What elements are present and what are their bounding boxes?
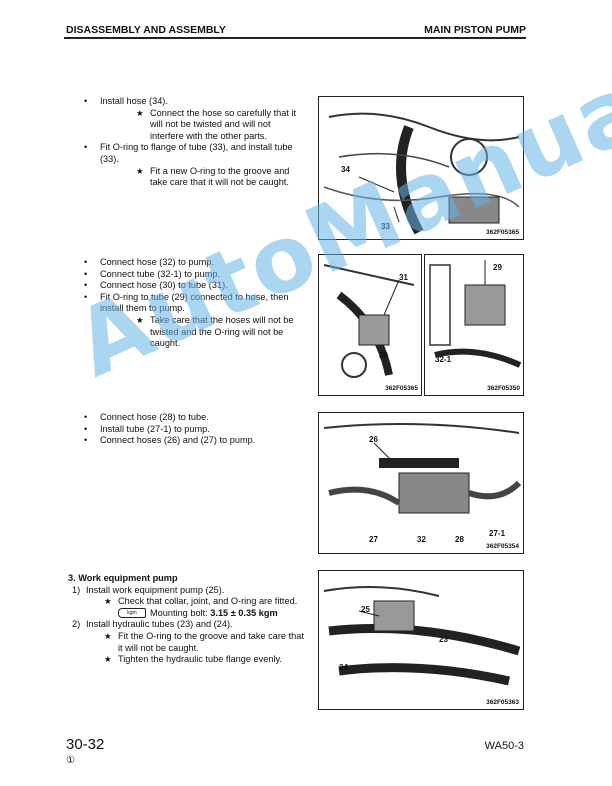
step-text: Install hose (34). [100,96,168,106]
figure-code: 362F05363 [485,699,520,706]
note-star: Check that collar, joint, and O-ring are… [68,596,308,608]
page-number: 30-32 [66,736,105,753]
torque-value: 3.15 ± 0.35 kgm [210,607,278,618]
model-code: WA50-3 [484,740,524,752]
sub-step-number: 1) [72,584,81,595]
figure-code: 362F05354 [485,543,520,550]
figure-illustration [323,112,520,235]
sub-step-number: 2) [72,619,81,630]
figure-illustration [323,264,415,378]
note-star: Fit the O-ring to the groove and take ca… [68,631,308,654]
figure-code: 362F05365 [485,229,520,236]
figure-hose-31-30: 31 30 362F05365 [318,254,422,396]
step: Fit O-ring to tube (29) connected to hos… [68,292,304,350]
sub-step-text: Install work equipment pump (25). [86,584,225,595]
step: Connect hose (28) to tube. [68,412,304,424]
figure-work-equipment-pump: 25 23 24 362F05363 [318,570,524,710]
section-title: 3. Work equipment pump [68,573,178,583]
note-star: Tighten the hydraulic tube flange evenly… [68,654,308,666]
step: Connect tube (32-1) to pump. [68,269,304,281]
figure-callout: 26 [369,435,378,444]
step: Connect hose (30) to tube (31). [68,280,304,292]
figure-callout: 32 [417,535,426,544]
figure-callout: 29 [493,263,502,272]
note-star: Connect the hose so carefully that it wi… [100,108,304,143]
figure-illustration [323,423,522,514]
header-rule [64,37,526,39]
step: Install tube (27-1) to pump. [68,424,304,436]
figure-callout: 30 [379,351,388,360]
figure-callout: 23 [439,635,448,644]
figure-callout: 34 [341,165,350,174]
figure-callout: 31 [399,273,408,282]
figure-callout: 27 [369,535,378,544]
figure-illustration [429,260,522,368]
instruction-block-1: Install hose (34). Connect the hose so c… [68,96,304,189]
instruction-block-3: Connect hose (28) to tube. Install tube … [68,412,304,447]
instruction-block-2: Connect hose (32) to pump. Connect tube … [68,257,304,350]
figure-hose-26-27: 26 27 32 28 27-1 362F05354 [318,412,524,554]
figure-illustration [323,586,521,686]
note-star: Fit a new O-ring to the groove and take … [100,166,304,189]
sub-step-text: Install hydraulic tubes (23) and (24). [86,619,233,630]
figure-callout: 27-1 [489,529,506,538]
step: Connect hose (32) to pump. [68,257,304,269]
figure-hose-34: 34 33 362F05365 [318,96,524,240]
sub-step-2: 2) Install hydraulic tubes (23) and (24)… [68,619,308,631]
figure-callout: 28 [455,535,464,544]
sub-step-1: 1) Install work equipment pump (25). [68,585,308,597]
torque-label: Mounting bolt: [150,607,211,618]
step: Connect hoses (26) and (27) to pump. [68,435,304,447]
note-star: Take care that the hoses will not be twi… [100,315,304,350]
step-text: Fit O-ring to tube (29) connected to hos… [100,291,289,314]
step-text: Fit O-ring to flange of tube (33), and i… [100,142,293,164]
figure-code: 362F05350 [486,385,521,392]
wrench-icon: kgm [118,608,146,619]
figure-callout: 33 [381,222,390,231]
step-fit-oring-tube-33: Fit O-ring to flange of tube (33), and i… [68,142,304,188]
header-chapter-title: MAIN PISTON PUMP [424,24,526,36]
figure-callout: 24 [339,663,348,672]
figure-tube-29: 29 32-1 362F05350 [424,254,524,396]
instruction-block-4: 3. Work equipment pump 1) Install work e… [68,573,308,666]
header-section-title: DISASSEMBLY AND ASSEMBLY [66,24,226,36]
torque-spec: kgm Mounting bolt: 3.15 ± 0.35 kgm [68,608,308,620]
revision-mark: ① [66,755,75,766]
step-install-hose-34: Install hose (34). Connect the hose so c… [68,96,304,142]
figure-code: 362F05365 [384,385,419,392]
figure-callout: 32-1 [435,355,452,364]
figure-callout: 25 [361,605,370,614]
